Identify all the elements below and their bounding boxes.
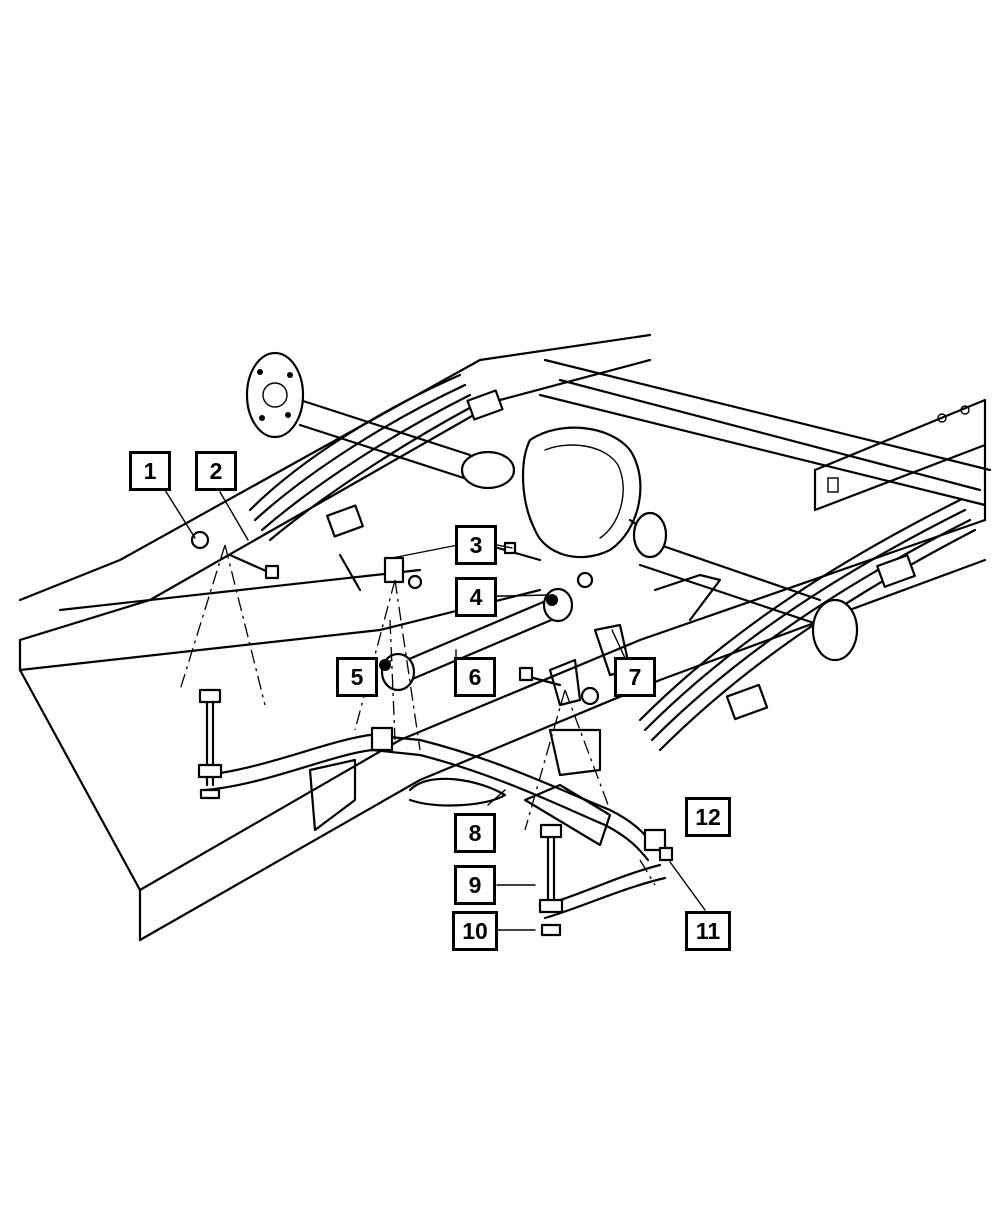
callout-5[interactable]: 5 <box>336 657 378 697</box>
stabilizer-bar <box>203 726 674 920</box>
leaf-springs <box>248 373 977 752</box>
stabilizer-links <box>197 688 564 937</box>
callout-3[interactable]: 3 <box>455 525 497 565</box>
callout-11[interactable]: 11 <box>685 911 731 951</box>
callout-4[interactable]: 4 <box>455 577 497 617</box>
callout-12[interactable]: 12 <box>685 797 731 837</box>
track-bar <box>379 587 574 692</box>
frame-rails <box>18 333 992 942</box>
callout-1[interactable]: 1 <box>129 451 171 491</box>
rear-axle <box>245 351 859 662</box>
callout-6[interactable]: 6 <box>454 657 496 697</box>
exploded-view-lines <box>179 544 656 886</box>
frame-brackets <box>308 728 612 847</box>
callout-2[interactable]: 2 <box>195 451 237 491</box>
callout-9[interactable]: 9 <box>454 865 496 905</box>
callout-8[interactable]: 8 <box>454 813 496 853</box>
callout-7[interactable]: 7 <box>614 657 656 697</box>
callout-10[interactable]: 10 <box>452 911 498 951</box>
leader-lines <box>164 489 706 931</box>
